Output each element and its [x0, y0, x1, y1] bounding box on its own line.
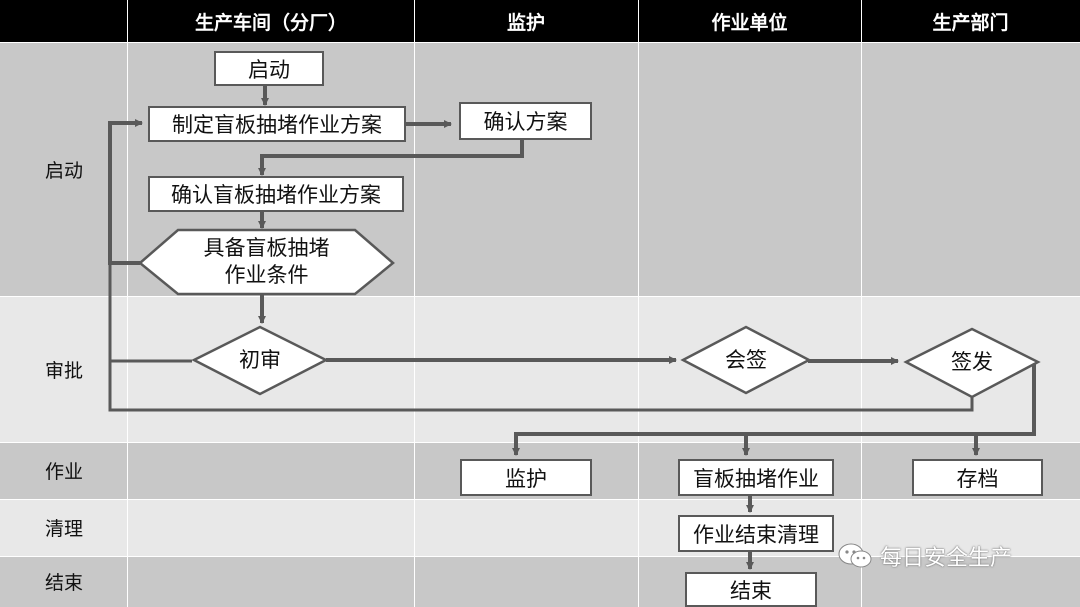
lane-header-workshop: 生产车间（分厂） — [128, 0, 414, 42]
node-confirm-plan: 确认盲板抽堵作业方案 — [148, 176, 404, 212]
header-corner — [0, 0, 128, 42]
arrow-confirm-to-confirmplan — [258, 140, 524, 176]
node-archive: 存档 — [912, 459, 1043, 496]
watermark: 每日安全生产 — [838, 540, 1012, 572]
node-countersign: 会签 — [725, 347, 767, 372]
phase-band-approval — [0, 296, 1080, 442]
lane-header-production-dept: 生产部门 — [861, 0, 1080, 42]
lane-header-operation-unit: 作业单位 — [638, 0, 861, 42]
node-issue: 签发 — [951, 349, 993, 374]
watermark-text: 每日安全生产 — [880, 546, 1013, 571]
node-make-plan: 制定盲板抽堵作业方案 — [148, 106, 406, 142]
phase-divider — [0, 556, 1080, 557]
phase-label-start: 启动 — [44, 159, 83, 182]
phase-label-cleanup: 清理 — [44, 518, 83, 540]
arrow-issue-to-work — [512, 363, 1036, 456]
conditions-line-2: 作业条件 — [224, 263, 309, 287]
phase-label-end: 结束 — [44, 572, 83, 594]
lane-header-supervision: 监护 — [414, 0, 638, 42]
loop-conditions-back-to-plan — [108, 119, 143, 265]
node-end: 结束 — [685, 572, 817, 607]
phase-band-end — [0, 556, 1080, 607]
countersign-diamond — [680, 325, 812, 395]
phase-label-approval: 审批 — [44, 359, 83, 382]
lane-divider — [861, 0, 862, 607]
node-confirm-plan-short: 确认方案 — [459, 102, 592, 140]
node-supervise: 监护 — [460, 459, 592, 496]
conditions-line-1: 具备盲板抽堵 — [203, 236, 330, 260]
phase-divider — [0, 499, 1080, 500]
lane-divider — [414, 0, 415, 607]
phase-divider — [0, 442, 1080, 443]
lane-divider — [127, 0, 128, 607]
review-diamond — [191, 325, 329, 396]
loop-issue-reject — [108, 263, 974, 412]
node-cleanup: 作业结束清理 — [678, 515, 834, 552]
phase-divider — [0, 42, 1080, 43]
conditions-hexagon — [138, 228, 395, 296]
node-blind-work: 盲板抽堵作业 — [678, 459, 834, 496]
wechat-icon — [838, 543, 872, 568]
node-first-review: 初审 — [239, 347, 281, 372]
phase-label-work: 作业 — [44, 461, 83, 483]
phase-divider — [0, 296, 1080, 297]
issue-diamond — [903, 327, 1041, 399]
node-start: 启动 — [214, 51, 324, 86]
node-conditions: 具备盲板抽堵 作业条件 — [178, 230, 355, 294]
lane-divider — [638, 0, 639, 607]
phase-band-cleanup — [0, 499, 1080, 556]
